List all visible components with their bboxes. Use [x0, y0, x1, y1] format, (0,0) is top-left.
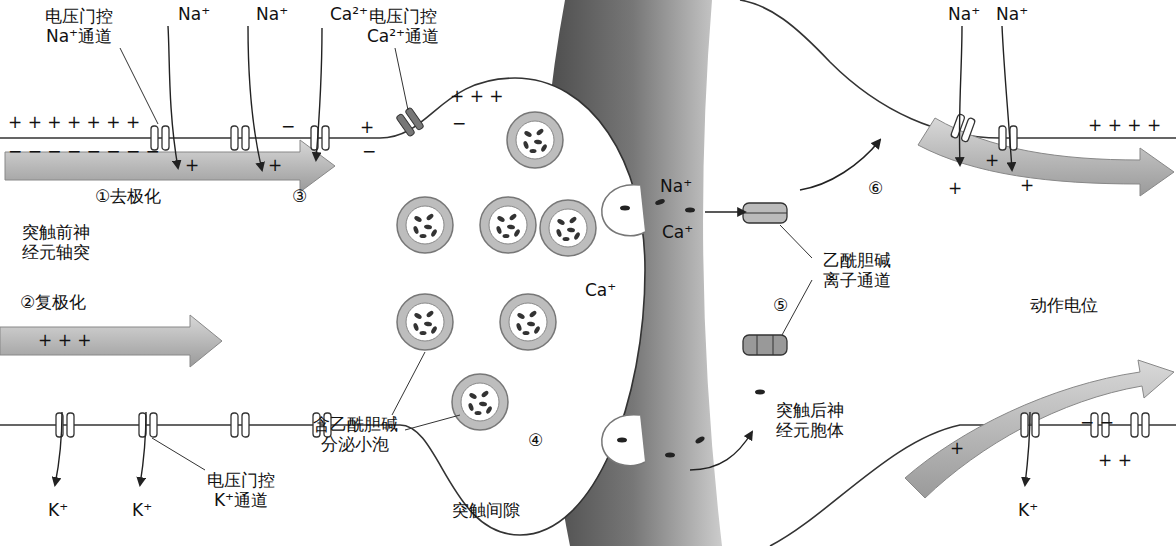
charge-sign: −	[281, 116, 295, 136]
ion-label: Ca⁺	[585, 280, 616, 300]
charge-sign: +	[268, 155, 282, 175]
charge-sign: + + + +	[1088, 115, 1161, 135]
charge-sign: −	[452, 113, 466, 133]
callout-number: ③	[292, 186, 307, 206]
charge-sign: −	[362, 141, 376, 161]
callout-number: ④	[528, 430, 543, 450]
ion-label: Na⁺	[996, 4, 1028, 24]
charge-sign: − − − − − − − −	[8, 141, 160, 161]
callout-number: ⑥	[868, 178, 883, 198]
charge-sign: + + +	[450, 86, 504, 106]
charge-sign: +	[948, 178, 962, 198]
structure-label: 含乙酰胆碱 分泌小泡	[305, 414, 405, 455]
charge-sign: +	[985, 150, 999, 170]
structure-label: 突触后神经元胞体	[776, 400, 850, 441]
callout-number: ⑤	[773, 295, 788, 315]
charge-sign: + + +	[38, 330, 92, 350]
charge-sign: +	[950, 438, 964, 458]
step-label: ②复极化	[20, 292, 86, 312]
ion-label: K⁺	[1018, 500, 1038, 520]
charge-sign: +	[185, 155, 199, 175]
ion-label: Na⁺	[256, 4, 288, 24]
charge-sign: +	[1020, 175, 1034, 195]
ion-label: Ca²⁺	[330, 4, 368, 24]
charge-sign: + +	[1098, 450, 1132, 470]
structure-label: 突触间隙	[452, 500, 520, 520]
ion-label: K⁺	[132, 500, 152, 520]
channel-label: 电压门控 Ca²⁺通道	[358, 6, 448, 47]
ion-label: Ca⁺	[662, 222, 693, 242]
charge-sign: − −	[1080, 412, 1114, 432]
channel-label: 乙酰胆碱 离子通道	[812, 250, 902, 291]
channel-label: 电压门控 K⁺通道	[196, 470, 286, 511]
charge-sign: +	[360, 117, 374, 137]
step-label: ①去极化	[95, 186, 161, 206]
channel-label: 电压门控 Na⁺通道	[38, 6, 120, 47]
charge-sign: + + + + + + +	[8, 112, 140, 132]
ion-label: Na⁺	[178, 4, 210, 24]
ion-label: Na⁺	[948, 4, 980, 24]
structure-label: 突触前神经元轴突	[22, 222, 96, 263]
signal-label: 动作电位	[1030, 295, 1098, 315]
ion-label: Na⁺	[660, 176, 692, 196]
ion-label: K⁺	[48, 500, 68, 520]
